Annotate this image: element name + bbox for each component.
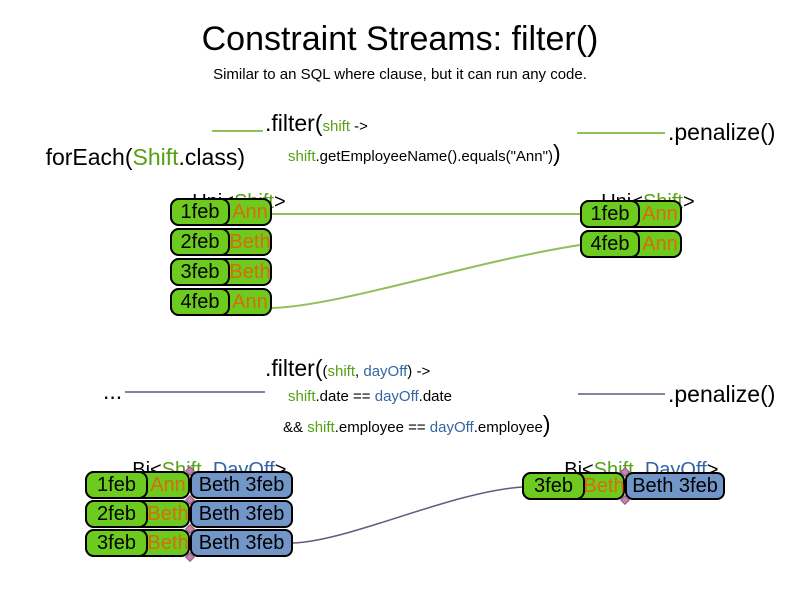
shift-employee: Ann — [232, 200, 268, 223]
ellipsis-source: ... — [103, 378, 123, 404]
filter2-l2-var1: shift — [288, 388, 316, 405]
shift-date: 2feb — [170, 228, 230, 256]
penalize2-expression: .penalize() — [668, 381, 776, 407]
foreach-type: Shift — [132, 144, 179, 170]
connector-curve-bi-3feb — [292, 486, 523, 544]
uni-left-post: > — [273, 191, 286, 213]
bi-left-post: > — [274, 459, 287, 481]
filter2-body-line1: shift.date == dayOff.date — [288, 388, 551, 406]
dayoff-card: Beth 3feb — [625, 472, 725, 500]
filter1-expression: .filter(shift -> shift.getEmployeeName()… — [265, 110, 561, 167]
bi-right-comma: , — [633, 459, 645, 481]
filter2-l3-var1: shift — [307, 419, 335, 436]
shift-card: 3feb Beth — [170, 258, 272, 286]
filter2-l3-pre: && — [283, 419, 308, 436]
filter2-param1: shift — [327, 363, 356, 380]
filter1-method: .filter( — [265, 110, 323, 136]
shift-card: 1feb Ann — [85, 471, 190, 499]
slide-subtitle: Similar to an SQL where clause, but it c… — [213, 66, 587, 83]
filter2-l3-end: .employee — [473, 419, 543, 436]
shift-employee: Ann — [642, 202, 678, 225]
shift-employee: Ann — [642, 232, 678, 255]
shift-card: 3feb Beth — [522, 472, 625, 500]
filter1-close-paren: ) — [552, 140, 561, 166]
filter2-method: .filter( — [265, 355, 323, 381]
shift-date: 1feb — [170, 198, 230, 226]
filter2-expression: .filter((shift, dayOff) -> shift.date ==… — [265, 355, 551, 438]
uni-right-post: > — [682, 191, 695, 213]
foreach-pre: forEach( — [45, 144, 133, 170]
shift-employee: Beth — [583, 474, 625, 497]
shift-date: 4feb — [580, 230, 640, 258]
shift-card: 4feb Ann — [170, 288, 272, 316]
filter2-arrow: -> — [412, 363, 431, 380]
dayoff-card: Beth 3feb — [190, 471, 293, 499]
filter2-body-line2: && shift.employee == dayOff.employee) — [283, 411, 551, 438]
shift-employee: Ann — [232, 290, 268, 313]
filter1-body: shift.getEmployeeName().equals("Ann")) — [288, 140, 561, 167]
bi-left-comma: , — [201, 459, 213, 481]
shift-employee: Beth — [229, 260, 271, 283]
shift-card: 2feb Beth — [85, 500, 190, 528]
filter1-body-rest: .getEmployeeName().equals("Ann") — [315, 148, 553, 165]
filter2-l3-mid: .employee == — [334, 419, 430, 436]
shift-card: 1feb Ann — [580, 200, 682, 228]
shift-card: 2feb Beth — [170, 228, 272, 256]
shift-employee: Beth — [229, 230, 271, 253]
filter2-close: ) — [542, 411, 551, 437]
shift-date: 4feb — [170, 288, 230, 316]
shift-employee: Beth — [147, 531, 189, 554]
foreach-expression: forEach(Shift.class) — [20, 117, 245, 198]
filter2-comma: , — [355, 363, 364, 380]
filter2-signature: .filter((shift, dayOff) -> — [265, 355, 551, 382]
shift-card: 4feb Ann — [580, 230, 682, 258]
filter2-l3-var2: dayOff — [429, 419, 474, 436]
filter2-param2: dayOff — [363, 363, 408, 380]
shift-date: 3feb — [170, 258, 230, 286]
filter1-body-var: shift — [288, 148, 316, 165]
connector-curve-uni-4feb — [271, 244, 581, 309]
dayoff-card: Beth 3feb — [190, 500, 293, 528]
filter2-close-paren: ) — [407, 363, 413, 380]
shift-date: 1feb — [580, 200, 640, 228]
filter1-arrow: -> — [350, 118, 368, 135]
filter2-open-paren: ( — [322, 363, 328, 380]
filter1-param: shift — [322, 118, 351, 135]
filter2-l2-end: .date — [418, 388, 453, 405]
penalize1-expression: .penalize() — [668, 119, 776, 145]
dayoff-card: Beth 3feb — [190, 529, 293, 557]
foreach-post: .class) — [178, 144, 245, 170]
shift-date: 3feb — [522, 472, 585, 500]
shift-card: 1feb Ann — [170, 198, 272, 226]
shift-card: 3feb Beth — [85, 529, 190, 557]
shift-employee: Beth — [147, 502, 189, 525]
shift-date: 2feb — [85, 500, 148, 528]
shift-date: 1feb — [85, 471, 148, 499]
bi-right-post: > — [706, 459, 719, 481]
shift-employee: Ann — [150, 473, 186, 496]
filter1-signature: .filter(shift -> — [265, 110, 561, 137]
filter2-l2-var2: dayOff — [374, 388, 419, 405]
shift-date: 3feb — [85, 529, 148, 557]
slide-title: Constraint Streams: filter() — [201, 20, 599, 58]
filter2-l2-mid: .date == — [315, 388, 375, 405]
